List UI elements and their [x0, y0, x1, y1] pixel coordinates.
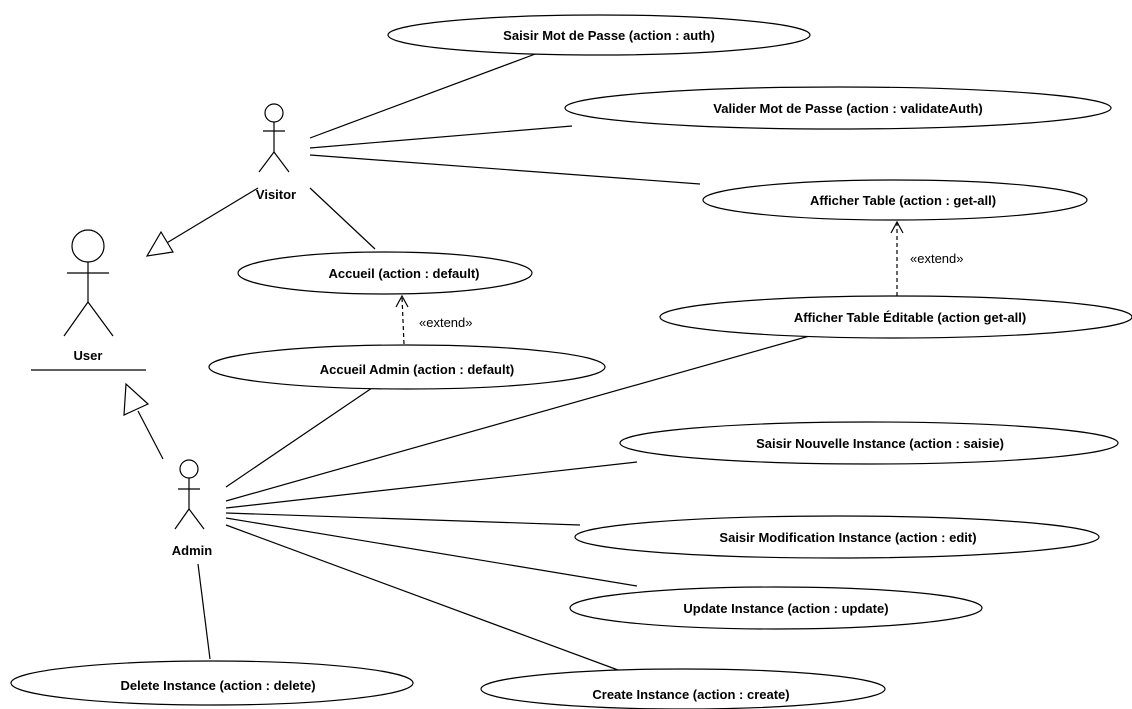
assoc-admin-delete-instance: [197, 563, 211, 660]
assoc-visitor-saisir-mot-de-passe: [309, 52, 539, 139]
extend-afficher-table-editable-to-afficher-table: «extend»: [890, 220, 964, 296]
use-case-label: Afficher Table Éditable (action get-all): [794, 310, 1026, 325]
assoc-visitor-accueil: [309, 187, 376, 250]
use-case-afficher-table-editable[interactable]: Afficher Table Éditable (action get-all): [659, 295, 1132, 339]
use-case-update-instance[interactable]: Update Instance (action : update): [569, 586, 983, 630]
use-case-label: Valider Mot de Passe (action : validateA…: [713, 101, 982, 116]
hollow-triangle-arrowhead: [145, 230, 174, 257]
use-case-saisir-mot-de-passe[interactable]: Saisir Mot de Passe (action : auth): [387, 14, 811, 56]
actors: Visitor User Admin: [31, 103, 296, 558]
open-arrowhead: [890, 220, 904, 234]
use-case-label: Accueil Admin (action : default): [320, 362, 515, 377]
actor-visitor[interactable]: Visitor: [256, 103, 296, 202]
extend-stereotype-label: «extend»: [419, 315, 473, 330]
assoc-admin-afficher-table-editable: [225, 334, 814, 502]
assoc-visitor-valider-mot-de-passe: [309, 125, 573, 149]
use-case-accueil[interactable]: Accueil (action : default): [237, 251, 533, 295]
use-case-label: Delete Instance (action : delete): [120, 678, 315, 693]
use-case-label: Afficher Table (action : get-all): [810, 193, 996, 208]
use-case-create-instance[interactable]: Create Instance (action : create): [480, 668, 886, 709]
actor-user[interactable]: User: [31, 229, 146, 371]
use-case-label: Saisir Mot de Passe (action : auth): [503, 28, 715, 43]
generalization-visitor-user: [145, 187, 259, 257]
open-arrowhead: [395, 294, 409, 308]
generalization-admin-user: [123, 382, 164, 460]
use-case-accueil-admin[interactable]: Accueil Admin (action : default): [208, 344, 606, 390]
use-case-label: Create Instance (action : create): [592, 687, 789, 702]
extend-accueil-admin-to-accueil: «extend»: [395, 294, 473, 345]
use-case-valider-mot-de-passe[interactable]: Valider Mot de Passe (action : validateA…: [564, 86, 1112, 130]
actor-admin[interactable]: Admin: [172, 459, 213, 558]
assoc-admin-saisir-modification-instance: [225, 512, 581, 526]
stick-figure-icon: [174, 459, 205, 530]
extend-dependencies: «extend» «extend»: [395, 220, 964, 345]
use-case-delete-instance[interactable]: Delete Instance (action : delete): [10, 660, 414, 706]
use-case-label: Accueil (action : default): [329, 266, 480, 281]
use-case-afficher-table[interactable]: Afficher Table (action : get-all): [702, 179, 1088, 221]
associations: [197, 52, 814, 671]
assoc-visitor-afficher-table: [309, 154, 701, 185]
stick-figure-icon: [258, 103, 290, 173]
generalizations: [123, 187, 259, 460]
actor-label: Admin: [172, 543, 213, 558]
assoc-admin-accueil-admin: [225, 387, 373, 488]
assoc-admin-create-instance: [225, 524, 619, 671]
use-case-saisir-nouvelle-instance[interactable]: Saisir Nouvelle Instance (action : saisi…: [619, 421, 1119, 465]
actor-label: Visitor: [256, 187, 296, 202]
use-case-label: Saisir Nouvelle Instance (action : saisi…: [756, 436, 1004, 451]
use-case-label: Saisir Modification Instance (action : e…: [719, 530, 976, 545]
use-cases: Saisir Mot de Passe (action : auth) Vali…: [10, 14, 1132, 709]
actor-label: User: [74, 348, 103, 363]
extend-stereotype-label: «extend»: [910, 251, 964, 266]
hollow-triangle-arrowhead: [123, 382, 150, 416]
use-case-saisir-modification-instance[interactable]: Saisir Modification Instance (action : e…: [574, 515, 1100, 559]
assoc-admin-saisir-nouvelle-instance: [225, 461, 638, 509]
stick-figure-icon: [63, 229, 114, 337]
use-case-label: Update Instance (action : update): [683, 601, 888, 616]
assoc-admin-update-instance: [225, 517, 638, 587]
